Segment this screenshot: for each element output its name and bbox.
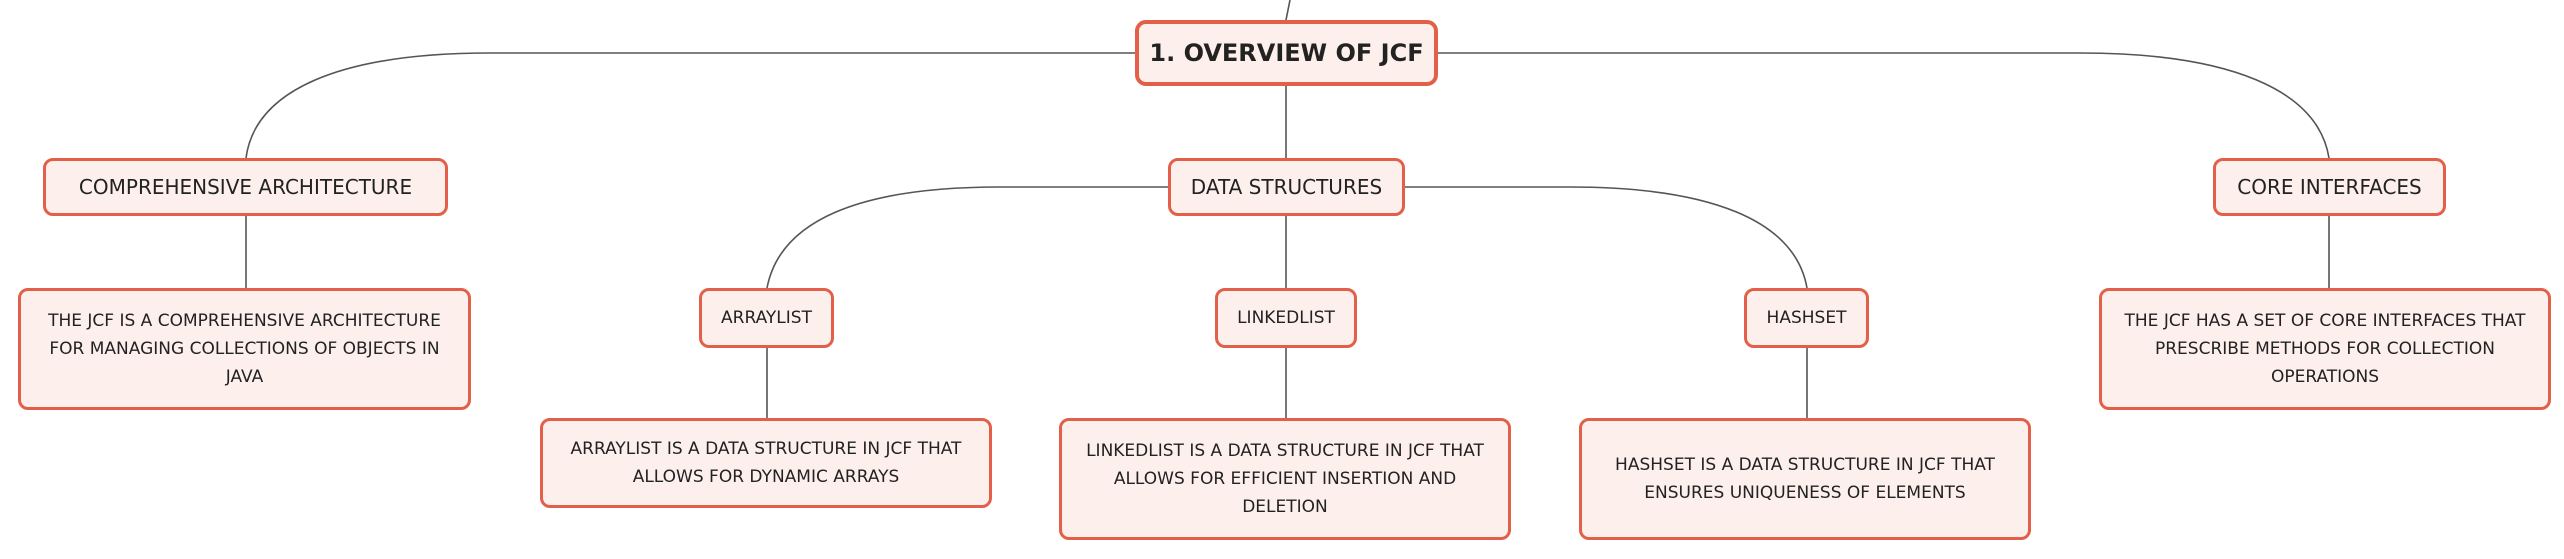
description-arraylist-text: ARRAYLIST IS A DATA STRUCTURE IN JCF THA… <box>570 439 962 487</box>
node-core-interfaces-label: CORE INTERFACES <box>2237 175 2422 199</box>
connector-root-to-core-interfaces <box>1438 52 2330 159</box>
node-hashset-label: HASHSET <box>1766 308 1847 328</box>
node-comprehensive-architecture[interactable]: COMPREHENSIVE ARCHITECTURE <box>43 158 448 216</box>
description-core-interfaces[interactable]: THE JCF HAS A SET OF CORE INTERFACES THA… <box>2099 288 2551 410</box>
node-arraylist[interactable]: ARRAYLIST <box>699 288 834 348</box>
connector-ds-to-hashset <box>1405 186 1808 289</box>
node-hashset[interactable]: HASHSET <box>1744 288 1869 348</box>
description-linkedlist[interactable]: LINKEDLIST IS A DATA STRUCTURE IN JCF TH… <box>1059 418 1511 540</box>
description-core-interfaces-text: THE JCF HAS A SET OF CORE INTERFACES THA… <box>2124 311 2526 387</box>
root-node-label: 1. OVERVIEW OF JCF <box>1149 39 1424 67</box>
description-comprehensive-architecture[interactable]: THE JCF IS A COMPREHENSIVE ARCHITECTURE … <box>18 288 471 410</box>
description-arraylist[interactable]: ARRAYLIST IS A DATA STRUCTURE IN JCF THA… <box>540 418 992 508</box>
node-linkedlist[interactable]: LINKEDLIST <box>1215 288 1357 348</box>
description-hashset-text: HASHSET IS A DATA STRUCTURE IN JCF THAT … <box>1615 455 1995 503</box>
description-comprehensive-architecture-text: THE JCF IS A COMPREHENSIVE ARCHITECTURE … <box>48 311 441 387</box>
node-comprehensive-architecture-label: COMPREHENSIVE ARCHITECTURE <box>78 175 413 199</box>
node-core-interfaces[interactable]: CORE INTERFACES <box>2213 158 2446 216</box>
description-hashset[interactable]: HASHSET IS A DATA STRUCTURE IN JCF THAT … <box>1579 418 2031 540</box>
node-arraylist-label: ARRAYLIST <box>721 308 812 328</box>
node-data-structures[interactable]: DATA STRUCTURES <box>1168 158 1405 216</box>
node-data-structures-label: DATA STRUCTURES <box>1190 175 1383 199</box>
connector-parent-to-root <box>1285 0 1291 21</box>
connector-root-to-comprehensive <box>245 52 1135 159</box>
root-node-overview[interactable]: 1. OVERVIEW OF JCF <box>1135 20 1438 86</box>
description-linkedlist-text: LINKEDLIST IS A DATA STRUCTURE IN JCF TH… <box>1086 441 1484 517</box>
node-linkedlist-label: LINKEDLIST <box>1237 308 1335 328</box>
connector-ds-to-arraylist <box>766 186 1168 289</box>
